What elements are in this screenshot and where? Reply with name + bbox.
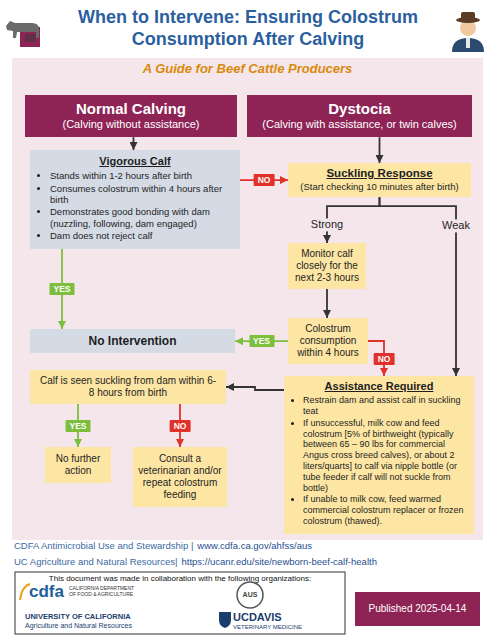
guide-panel-ground [12,58,483,540]
flow-connector [380,197,457,376]
producer-collar [466,38,470,48]
flow-connector [61,249,63,329]
footer-line: UC Agriculture and Natural Resources| htt… [14,556,377,567]
source-text: UC Agriculture and Natural Resources| [14,556,178,567]
ucdavis-shield [219,612,231,628]
box-subtext: (Calving without assistance) [31,118,231,131]
logo-text: AUS [236,591,264,599]
cdfa-leaf [20,584,30,600]
criteria-box: Vigorous CalfStands within 1-2 hours aft… [30,150,240,249]
partner-box-border [15,572,345,634]
box-text: Consult a veterinarian and/or repeat col… [137,453,223,501]
aus-logo-ring [237,582,263,608]
producer-icon [452,12,484,52]
check-box: Calf is seen suckling from dam within 6-… [30,370,226,404]
flow-connector [77,404,79,447]
date-badge: Published 2025-04-14 [355,592,480,626]
header-box: Normal Calving(Calving without assistanc… [25,95,237,137]
flow-connector [179,404,181,447]
box-heading: Assistance Required [291,380,467,393]
flow-connector [226,387,284,390]
logo-text: CALIFORNIA DEPARTMENT OF FOOD & AGRICULT… [69,586,139,598]
source-text: CDFA Antimicrobial Use and Stewardship | [14,540,193,551]
branch-label: Weak [439,220,473,233]
action-box: Assistance RequiredRestrain dam and assi… [284,376,474,534]
flow-connector [133,137,135,150]
guide-panel: A Guide for Beef Cattle ProducersNormal … [12,58,483,540]
box-text: No further action [49,453,107,477]
check-box: Suckling Response(Start checking 10 minu… [288,163,471,197]
producer-shirt [452,38,484,52]
answer-badge: NO [254,174,275,186]
box-text: Monitor calf closely for the next 2-3 ho… [292,248,362,284]
answer-badge: YES [49,283,74,295]
bullet-list: Restrain dam and assist calf in suckling… [291,395,467,527]
answer-badge: NO [170,419,191,431]
bullet-item: Demonstrates good bonding with dam (nuzz… [50,206,232,229]
answer-badge: YES [65,419,90,431]
box-text: Published 2025-04-14 [361,603,474,615]
box-text: Calf is seen suckling from dam within 6-… [38,375,218,399]
outcome-box: Consult a veterinarian and/or repeat col… [133,447,227,507]
logo-text: This document was made in collaboration … [15,574,345,584]
answer-badge: NO [374,352,395,364]
box-text: Dystocia [253,100,466,118]
flow-connector [368,341,384,376]
icon-detail [25,34,36,42]
box-text: No Intervention [36,334,229,348]
box-text: Normal Calving [31,100,231,118]
logo-text: UCDAVIS [233,611,282,624]
bullet-item: Restrain dam and assist calf in suckling… [303,395,467,417]
outcome-box: No Intervention [30,329,235,353]
link-text: https://ucanr.edu/site/newborn-beef-calf… [182,556,377,567]
logo-text: VETERINARY MEDICINE [233,624,302,631]
page-title: When to Intervene: Ensuring Colostrum Co… [47,6,449,50]
bullet-item: Consumes colostrum within 4 hours after … [50,183,232,206]
box-text: A Guide for Beef Cattle Producers [12,61,483,77]
logo-text: Agriculture and Natural Resources [25,622,132,630]
branch-label: Strong [308,218,346,231]
answer-badge: YES [249,335,274,347]
link-text: www.cdfa.ca.gov/ahfss/aus [197,540,312,551]
flow-connector [327,197,380,243]
flow-connector [379,137,381,163]
decision-box: Colostrum consumption within 4 hours [288,318,368,364]
producer-hat [461,12,475,20]
header-box: Dystocia(Calving with assistance, or twi… [247,95,472,137]
flow-connector [326,289,328,318]
logo-text: cdfa [29,582,64,602]
box-text: Suckling Response [294,167,465,181]
bullet-item: Dam does not reject calf [50,230,232,241]
partner-box: This document was made in collaboration … [15,572,345,634]
logo-text: UNIVERSITY OF CALIFORNIA [25,612,131,621]
box-subtext: (Start checking 10 minutes after birth) [294,181,465,192]
bullet-list: Stands within 1-2 hours after birthConsu… [38,170,232,241]
bullet-item: If unable to milk cow, feed warmed comme… [303,494,467,526]
box-heading: Vigorous Calf [38,155,232,168]
flow-connector [235,340,288,342]
bullet-item: If unsuccessful, milk cow and feed colos… [303,418,467,494]
cow-icon [6,21,40,47]
box-text: Colostrum consumption within 4 hours [292,323,364,359]
outcome-box: No further action [45,447,111,483]
bullet-item: Stands within 1-2 hours after birth [50,170,232,181]
footer-line: CDFA Antimicrobial Use and Stewardship |… [14,540,312,551]
process-box: Monitor calf closely for the next 2-3 ho… [288,243,366,289]
flow-connector [240,179,288,181]
box-subtext: (Calving with assistance, or twin calves… [253,118,466,131]
